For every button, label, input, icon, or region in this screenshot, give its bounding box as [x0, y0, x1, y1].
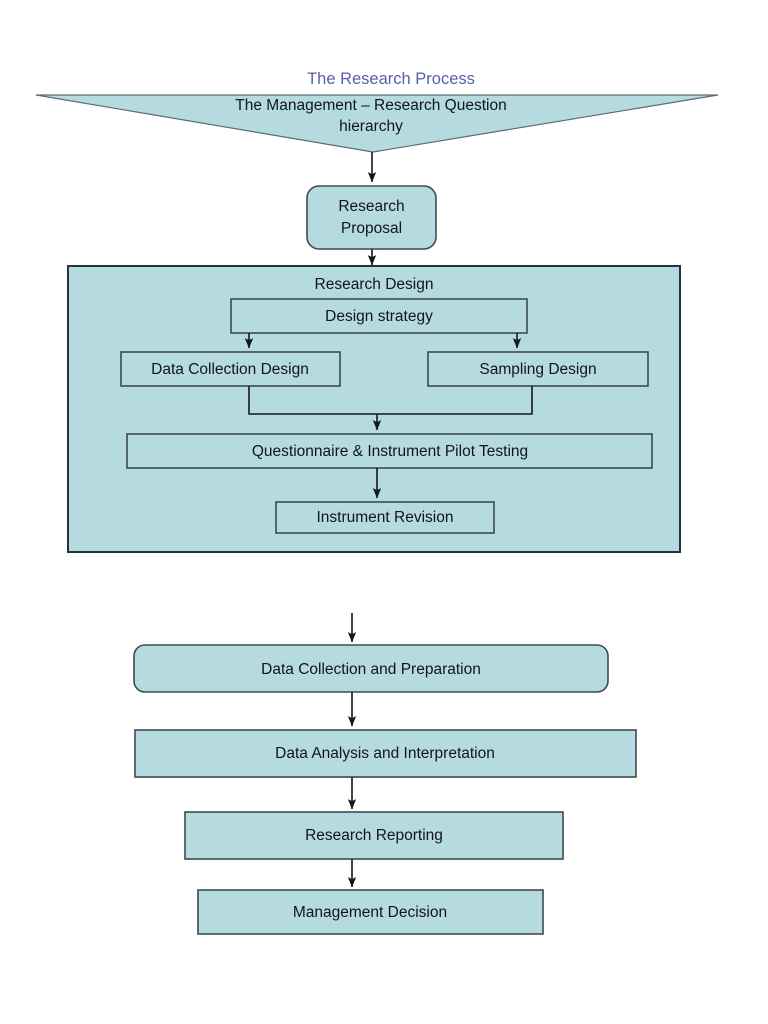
research-proposal-label-line1: Research — [338, 198, 404, 215]
research-proposal-label-line2: Proposal — [341, 220, 402, 237]
stage-1-label: Data Collection and Preparation — [261, 661, 481, 678]
node-stage-management-decision[interactable] — [197, 889, 544, 935]
data-collection-design-label: Data Collection Design — [151, 361, 309, 378]
node-instrument-revision[interactable] — [275, 501, 495, 534]
node-stage-research-reporting[interactable] — [184, 811, 564, 860]
node-data-collection-design[interactable] — [120, 351, 341, 387]
node-stage-data-collection-and-preparation[interactable] — [133, 644, 609, 693]
funnel-shape — [35, 94, 719, 153]
connector-merge-to-questionnaire — [248, 386, 533, 415]
research-design-panel-label: Research Design — [315, 276, 434, 293]
funnel-label-line1: The Management – Research Question — [235, 97, 506, 114]
stage-2-label: Data Analysis and Interpretation — [275, 745, 495, 762]
stage-4-label: Management Decision — [293, 904, 447, 921]
node-sampling-design[interactable] — [427, 351, 649, 387]
page-title: The Research Process — [307, 70, 475, 88]
sampling-design-label: Sampling Design — [479, 361, 596, 378]
instrument-revision-label: Instrument Revision — [317, 509, 454, 526]
node-design-strategy[interactable] — [230, 298, 528, 334]
node-research-proposal[interactable] — [306, 185, 437, 250]
node-questionnaire-pilot-testing[interactable] — [126, 433, 653, 469]
design-strategy-label: Design strategy — [325, 308, 433, 325]
questionnaire-label: Questionnaire & Instrument Pilot Testing — [252, 443, 528, 460]
stage-3-label: Research Reporting — [305, 827, 443, 844]
funnel-label-line2: hierarchy — [339, 118, 403, 135]
node-stage-data-analysis-and-interpretation[interactable] — [134, 729, 637, 778]
